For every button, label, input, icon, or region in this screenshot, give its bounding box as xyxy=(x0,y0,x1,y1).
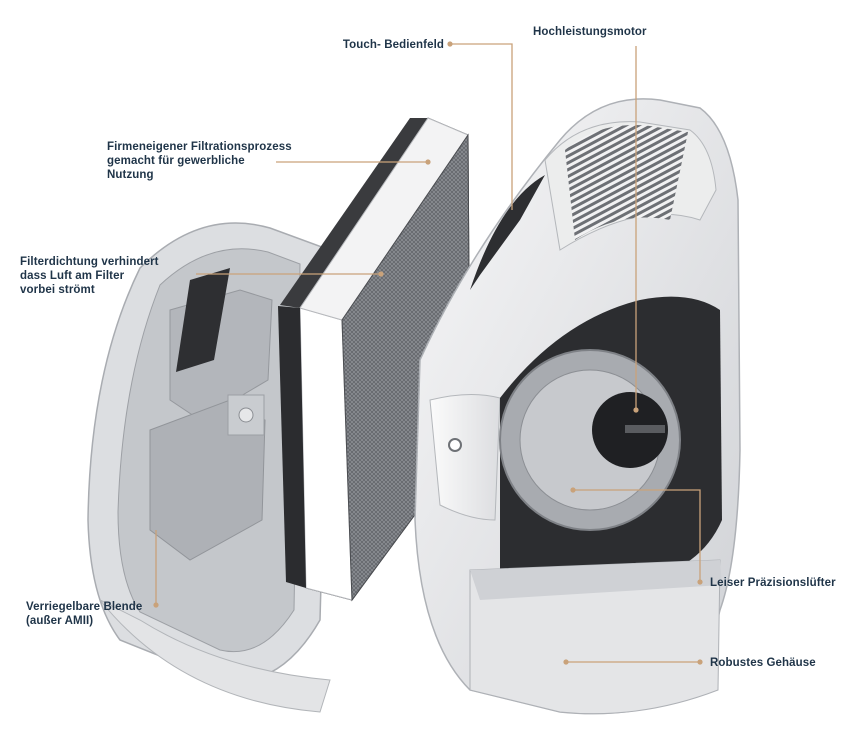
dot-motor xyxy=(633,407,639,413)
label-housing: Robustes Gehäuse xyxy=(710,657,816,669)
label-touch-panel: Touch- Bedienfeld xyxy=(342,39,444,51)
dot-touch-panel xyxy=(447,41,453,47)
dot-fan-end xyxy=(570,487,576,493)
main-housing xyxy=(414,98,741,715)
dot-blende xyxy=(153,602,159,608)
dot-filtration xyxy=(425,159,431,165)
dot-fan xyxy=(697,579,703,585)
back-cover xyxy=(87,222,331,713)
label-fan: Leiser Präzisionslüfter xyxy=(710,577,836,589)
label-blende: Verriegelbare Blende (außer AMII) xyxy=(26,601,143,627)
dot-housing xyxy=(697,659,703,665)
leader-touch-panel xyxy=(450,43,513,210)
dot-seal xyxy=(378,271,384,277)
label-seal: Filterdichtung verhindert dass Luft am F… xyxy=(20,256,159,296)
label-motor: Hochleistungsmotor xyxy=(533,26,647,38)
dot-housing-end xyxy=(563,659,569,665)
label-filtration: Firmeneigener Filtrationsprozess gemacht… xyxy=(107,141,292,181)
leader-fan xyxy=(573,489,701,582)
